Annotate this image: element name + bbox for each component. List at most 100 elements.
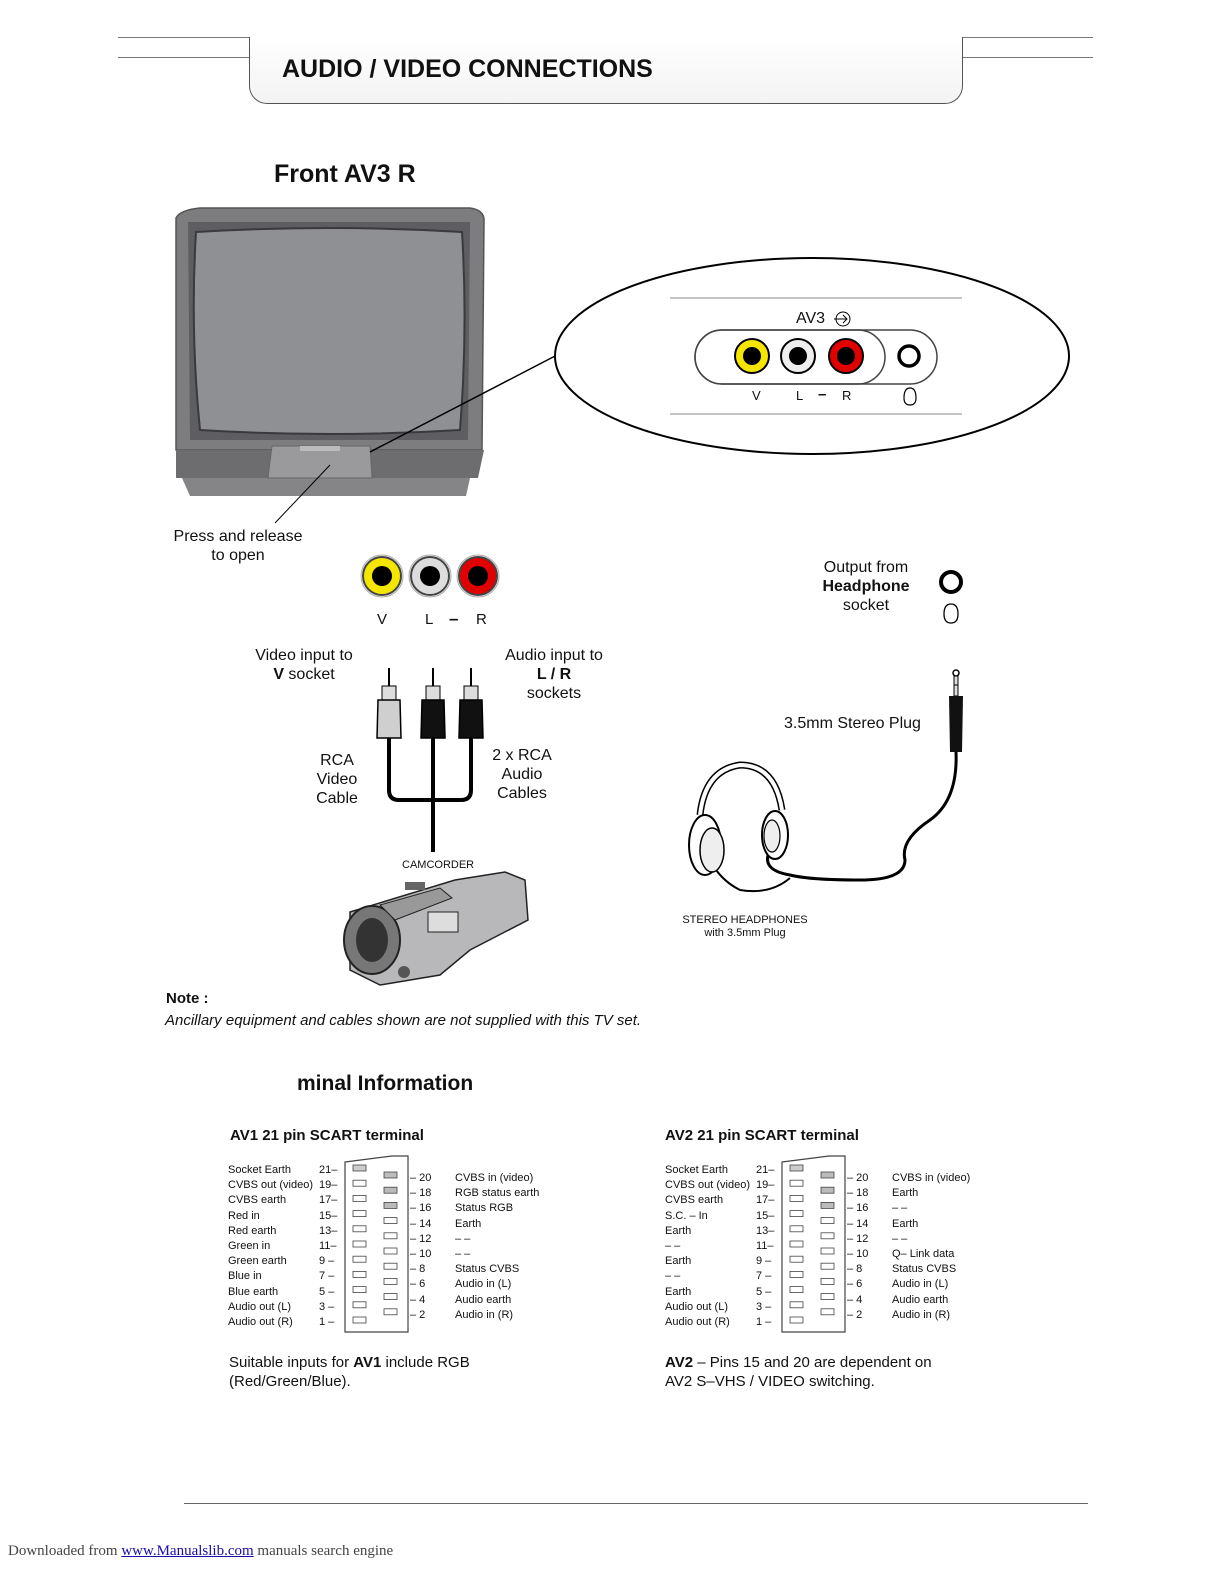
av2-right-label: Status CVBS	[892, 1263, 957, 1276]
manualslib-link[interactable]: www.Manualslib.com	[121, 1543, 254, 1559]
av1-right-pin-number: – 6	[410, 1278, 426, 1291]
headphones-illustration	[688, 761, 789, 876]
av1-right-label: Status CVBS	[455, 1263, 520, 1276]
panel-av3-label: AV3	[796, 310, 826, 327]
av2-pin-odd	[789, 1240, 804, 1248]
rca-audio-plug-l	[420, 668, 446, 739]
av2-right-label: Earth	[892, 1217, 919, 1230]
av2-right-label: Audio in (R)	[892, 1308, 951, 1321]
av2-note: AV2 – Pins 15 and 20 are dependent on AV…	[665, 1353, 932, 1391]
av2-right-pin-number: – 6	[847, 1278, 863, 1291]
av1-right-label: Audio in (R)	[455, 1308, 514, 1321]
panel-headphone-socket	[897, 344, 921, 368]
footer-prefix: Downloaded from	[8, 1543, 122, 1559]
av1-pin-even	[383, 1247, 398, 1255]
footer-rule	[184, 1503, 1088, 1504]
av1-left-label: Audio out (R)	[228, 1316, 293, 1328]
press-release-line2: to open	[211, 547, 265, 564]
av1-left-pin-number: 1 –	[319, 1316, 335, 1328]
av1-left-label: Blue earth	[228, 1285, 279, 1298]
av2-right-pin-number: – 4	[847, 1293, 863, 1306]
av2-pin-even	[820, 1247, 835, 1255]
rca-video-line1: RCA	[320, 752, 354, 769]
output-line1: Output from	[823, 559, 909, 576]
rca-video-line2: Video	[316, 771, 358, 788]
av1-left-label: Green earth	[228, 1255, 287, 1268]
av2-left-label: – –	[665, 1240, 681, 1252]
av1-pin-odd	[352, 1225, 367, 1233]
av1-right-label: – –	[455, 1232, 471, 1245]
av2-pin-odd	[789, 1210, 804, 1217]
av1-left-label: Audio out (L)	[228, 1300, 291, 1313]
rca-audio-line1: 2 x RCA	[492, 747, 552, 764]
av1-pin-odd	[352, 1179, 367, 1187]
av2-left-label: – –	[665, 1270, 681, 1283]
av1-left-pin-number: 15–	[319, 1209, 338, 1222]
av2-left-pin-number: 17–	[756, 1194, 775, 1207]
video-input-bold: V	[273, 666, 284, 683]
av2-scart-connector	[781, 1155, 846, 1333]
front-av3-title: Front AV3 R	[274, 160, 416, 188]
camcorder-illustration	[343, 871, 529, 986]
av1-right-pin-number: – 12	[410, 1232, 432, 1245]
av1-pin-odd	[352, 1240, 367, 1248]
av2-left-label: Audio out (R)	[665, 1316, 730, 1328]
video-input-label: Video input to V socket	[234, 646, 374, 684]
av2-pin-even	[820, 1308, 835, 1316]
socket-letter-l: L	[425, 611, 434, 628]
header-rule-right-top	[961, 37, 1093, 38]
av1-right-pin-number: – 20	[410, 1172, 432, 1184]
av1-left-label: CVBS earth	[228, 1194, 287, 1207]
av2-left-pin-number: 5 –	[756, 1285, 772, 1298]
av2-pin-even	[820, 1293, 835, 1301]
av2-right-pin-number: – 10	[847, 1248, 869, 1260]
camcorder-label: CAMCORDER	[402, 859, 475, 871]
av2-left-label: Socket Earth	[665, 1164, 728, 1176]
av2-left-pin-number: 9 –	[756, 1255, 772, 1268]
av2-left-pin-number: 21–	[756, 1164, 775, 1176]
page-title: AUDIO / VIDEO CONNECTIONS	[282, 55, 653, 83]
av1-title: AV1 21 pin SCART terminal	[230, 1127, 424, 1144]
headphones-line2: with 3.5mm Plug	[704, 927, 786, 939]
av2-left-label: Earth	[665, 1255, 692, 1268]
av1-right-label: Audio in (L)	[455, 1278, 512, 1291]
rca-video-label: RCA Video Cable	[302, 751, 372, 808]
av1-pin-even	[383, 1278, 398, 1285]
av2-note-line2: AV2 S–VHS / VIDEO switching.	[665, 1373, 875, 1390]
note-text: Ancillary equipment and cables shown are…	[165, 1012, 642, 1029]
av1-note-pre: Suitable inputs for	[229, 1354, 354, 1371]
audio-input-bold: L / R	[536, 666, 572, 683]
footer-suffix: manuals search engine	[253, 1543, 394, 1559]
av2-right-label: – –	[892, 1202, 908, 1215]
headphones-label: STEREO HEADPHONES with 3.5mm Plug	[670, 914, 820, 940]
av2-pin-odd	[789, 1271, 804, 1278]
av2-left-label: S.C. – In	[665, 1209, 708, 1222]
av1-right-pin-number: – 10	[410, 1248, 432, 1260]
av1-left-pin-number: 11–	[319, 1240, 337, 1252]
av2-left-label: Earth	[665, 1224, 692, 1237]
av1-right-label: Earth	[455, 1217, 482, 1230]
av1-pin-even	[383, 1232, 398, 1240]
av1-pin-odd	[352, 1195, 367, 1202]
header-rule-left-top	[118, 37, 250, 38]
panel-letter-l: L	[796, 388, 804, 403]
av1-right-pin-number: – 16	[410, 1202, 432, 1215]
av1-left-pin-number: 13–	[319, 1224, 338, 1237]
av2-note-bold: AV2	[665, 1354, 694, 1371]
av2-right-pin-number: – 14	[847, 1217, 869, 1230]
rca-video-line3: Cable	[316, 790, 358, 807]
av1-left-label: Blue in	[228, 1270, 262, 1283]
av1-right-label: RGB status earth	[455, 1187, 540, 1200]
av2-pin-even	[820, 1171, 835, 1179]
av2-pin-even	[820, 1262, 835, 1270]
av1-left-label: Red earth	[228, 1224, 277, 1237]
av1-note-post: include RGB	[381, 1354, 470, 1371]
av1-left-pin-number: 17–	[319, 1194, 338, 1207]
av2-left-pin-number: 13–	[756, 1224, 775, 1237]
panel-red-socket	[828, 338, 864, 374]
av1-pin-even	[383, 1171, 398, 1179]
audio-input-line3: sockets	[526, 685, 582, 702]
av2-right-pin-number: – 12	[847, 1232, 869, 1245]
av2-left-label: CVBS earth	[665, 1194, 724, 1207]
av1-pin-even	[383, 1217, 398, 1224]
